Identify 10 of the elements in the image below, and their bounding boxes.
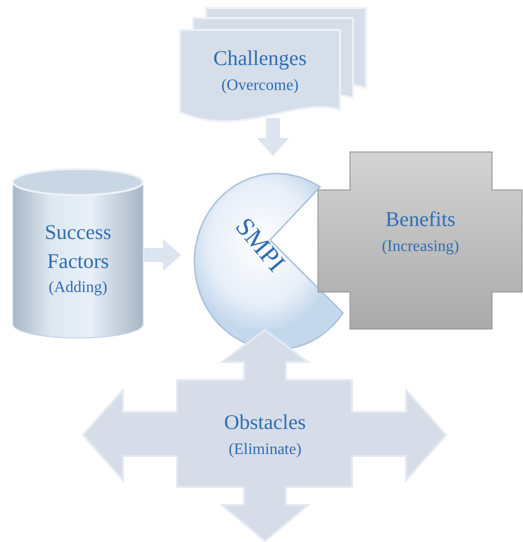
block-arrow <box>144 239 181 271</box>
node-label: Challenges <box>213 45 307 72</box>
node-label: Success Factors <box>44 218 112 275</box>
node-subtitle: (Adding) <box>48 278 108 298</box>
node-subtitle: (Increasing) <box>382 236 460 257</box>
node-subtitle: (Overcome) <box>221 76 299 96</box>
block-arrow <box>257 118 289 156</box>
node-subtitle: (Eliminate) <box>228 440 302 460</box>
node-label: Obstacles <box>224 409 306 436</box>
node-label: Benefits <box>386 206 456 234</box>
